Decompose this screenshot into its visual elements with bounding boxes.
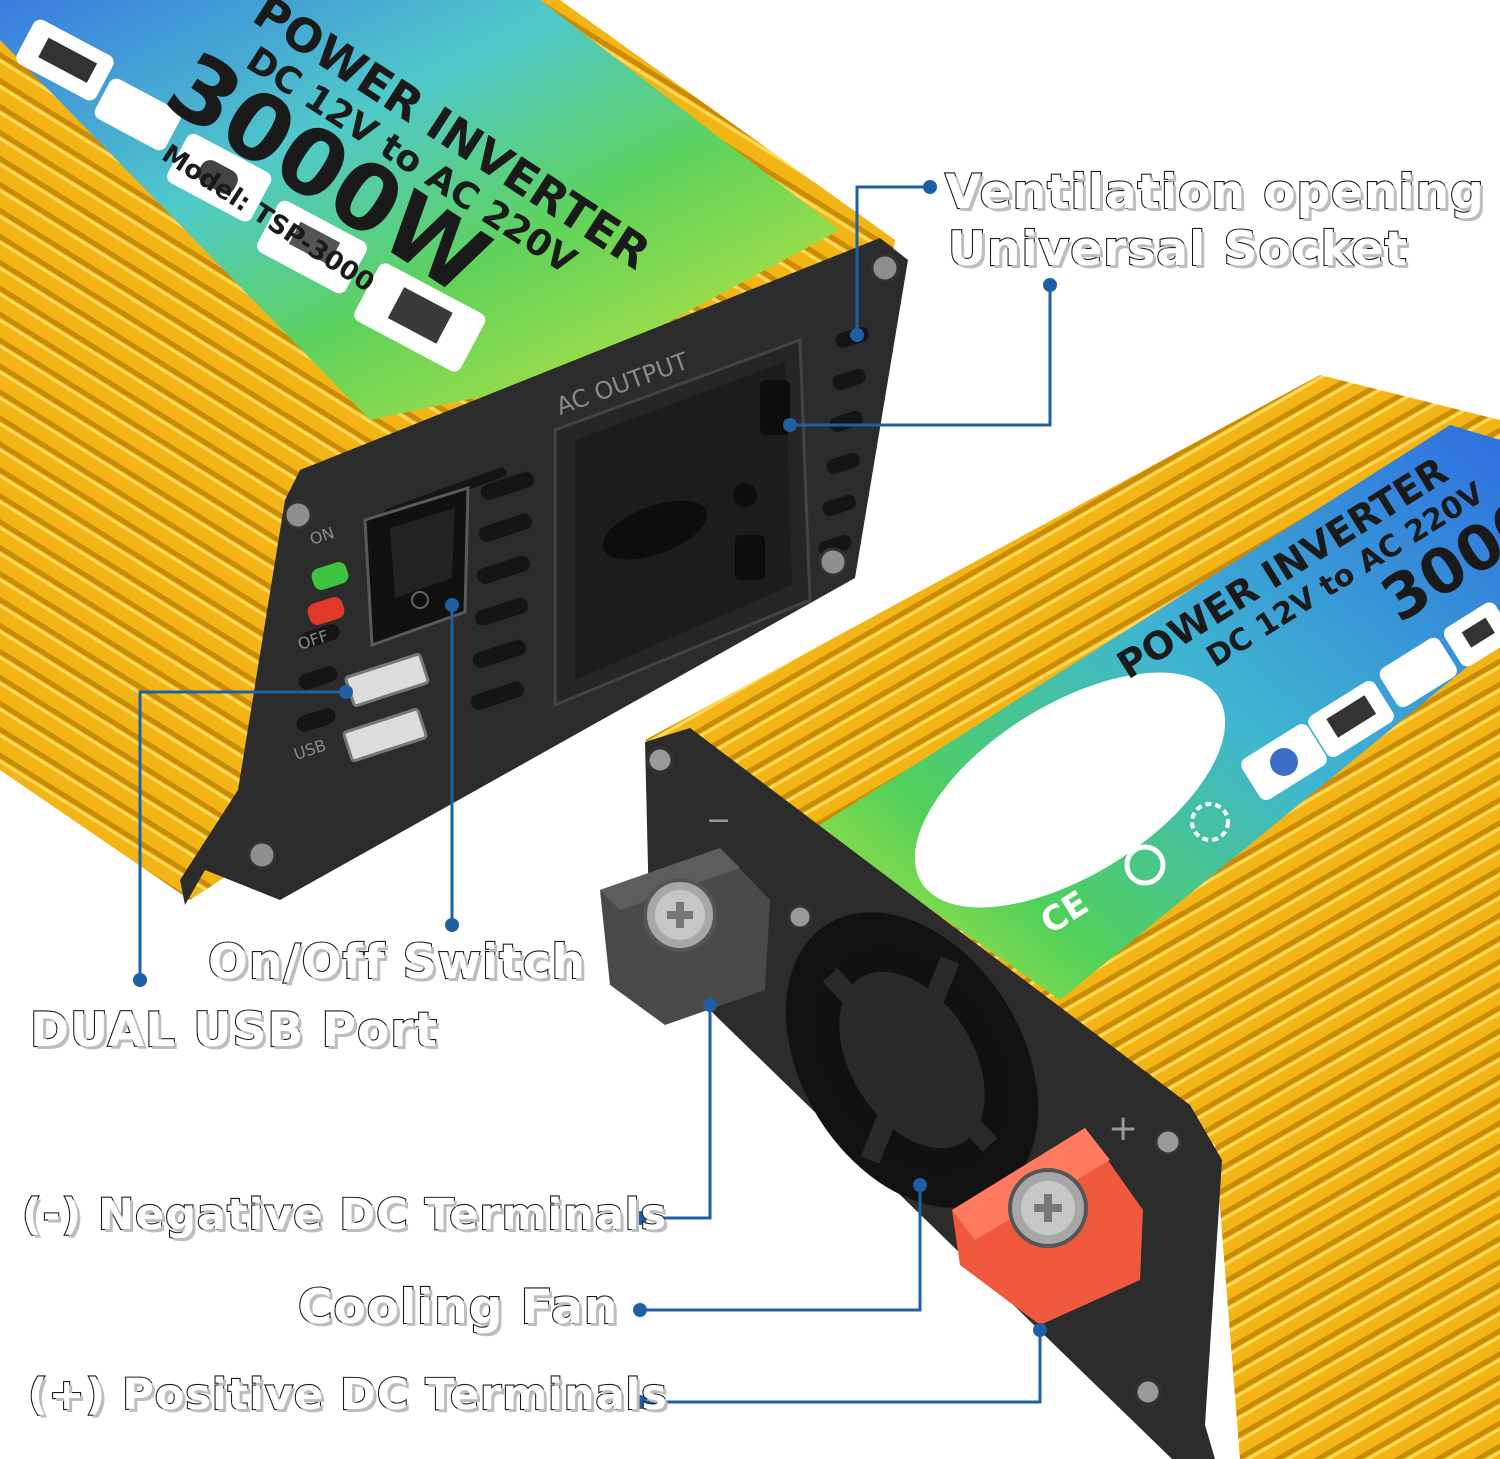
led-off — [307, 597, 345, 625]
negative-mark: − — [706, 803, 731, 838]
leader-dots — [133, 180, 1057, 1409]
panel-screws-top — [247, 253, 900, 870]
eco-icon — [1190, 802, 1230, 842]
inverter-bottom-oval — [914, 672, 1226, 908]
callout-cooling-fan: Cooling Fan — [297, 1279, 619, 1336]
positive-dc-terminal — [952, 1128, 1143, 1325]
leader-ventilation — [855, 185, 930, 335]
callout-universal-socket: Universal Socket — [947, 221, 1408, 278]
leader-socket — [790, 285, 1052, 427]
appliance-icons-bottom — [1241, 602, 1500, 800]
inverter-bottom: CE POWER INVERTER DC 12V to AC 220V 3000 — [600, 375, 1500, 1459]
callout-positive-terminal: (+) Positive DC Terminals — [27, 1369, 668, 1421]
appliance-icons-top — [16, 19, 486, 372]
led-on — [311, 562, 349, 590]
leader-positive — [640, 1330, 1042, 1404]
callout-negative-terminal: (-) Negative DC Terminals — [21, 1189, 668, 1241]
usb-ports: USB — [291, 652, 430, 764]
callout-on-off-switch: On/Off Switch — [207, 934, 586, 991]
callout-dual-usb: DUAL USB Port — [29, 1002, 439, 1059]
leader-usb — [138, 690, 346, 980]
on-off-switch[interactable] — [363, 485, 470, 648]
recycle-icon — [1124, 844, 1166, 886]
callout-ventilation: Ventilation opening — [944, 164, 1485, 221]
positive-mark: + — [1108, 1108, 1138, 1149]
universal-socket — [553, 337, 812, 708]
leader-negative — [640, 1005, 712, 1220]
panel-screws-bottom — [646, 746, 1182, 1406]
inverter-top-label-panel — [0, 0, 840, 420]
leader-fan — [640, 1185, 922, 1312]
inverter-top: POWER INVERTER DC 12V to AC 220V 3000W M… — [0, 0, 908, 905]
negative-dc-terminal — [600, 848, 770, 1025]
leader-lines — [138, 185, 1052, 1404]
cooling-fan — [785, 912, 1039, 1208]
